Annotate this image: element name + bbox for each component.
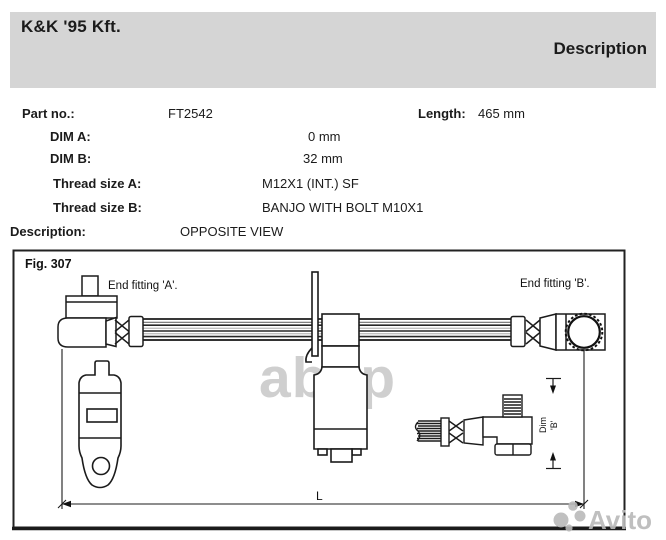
- dim-a-value: 0 mm: [308, 129, 341, 144]
- avito-watermark-text: Avito: [588, 505, 652, 535]
- hose-end-hatch: [414, 420, 441, 442]
- length-dim-label: L: [316, 489, 323, 503]
- description-label: Description:: [10, 224, 86, 239]
- avito-watermark: Avito: [553, 501, 652, 535]
- hanger-bracket: [78, 360, 122, 489]
- header-bar: K&K '95 Kft. Description: [10, 12, 656, 88]
- thread-stub: [502, 394, 523, 418]
- avito-logo-icon: [553, 512, 569, 528]
- end-fitting-b-label: End fitting 'B'.: [520, 278, 590, 290]
- thread-a-label: Thread size A:: [53, 176, 142, 191]
- length-label: Length:: [418, 106, 466, 121]
- dim-a-label: DIM A:: [50, 129, 91, 144]
- thread-b-value: BANJO WITH BOLT M10X1: [262, 200, 424, 215]
- end-fitting-a: [57, 275, 144, 348]
- thread-a-value: M12X1 (INT.) SF: [262, 176, 359, 191]
- figure-caption: Fig. 307: [25, 257, 72, 271]
- company-name: K&K '95 Kft.: [21, 17, 121, 36]
- dim-b-label-quote: 'B': [549, 420, 559, 430]
- dim-b-dimension: Dim 'B': [538, 377, 561, 470]
- length-value: 465 mm: [478, 106, 525, 121]
- thread-b-label: Thread size B:: [53, 200, 142, 215]
- part-no-value: FT2542: [168, 106, 213, 121]
- description-value: OPPOSITE VIEW: [180, 224, 284, 239]
- dim-b-value: 32 mm: [303, 151, 343, 166]
- end-fitting-b: [510, 312, 606, 352]
- banjo-bolt-side-view: [414, 394, 533, 456]
- part-no-label: Part no.:: [22, 106, 75, 121]
- dim-b-label: DIM B:: [50, 151, 92, 166]
- dim-b-label-word: Dim: [538, 417, 548, 433]
- end-fitting-a-label: End fitting 'A'.: [108, 280, 178, 292]
- mounting-bracket-center: [305, 271, 368, 463]
- page-title: Description: [553, 39, 647, 58]
